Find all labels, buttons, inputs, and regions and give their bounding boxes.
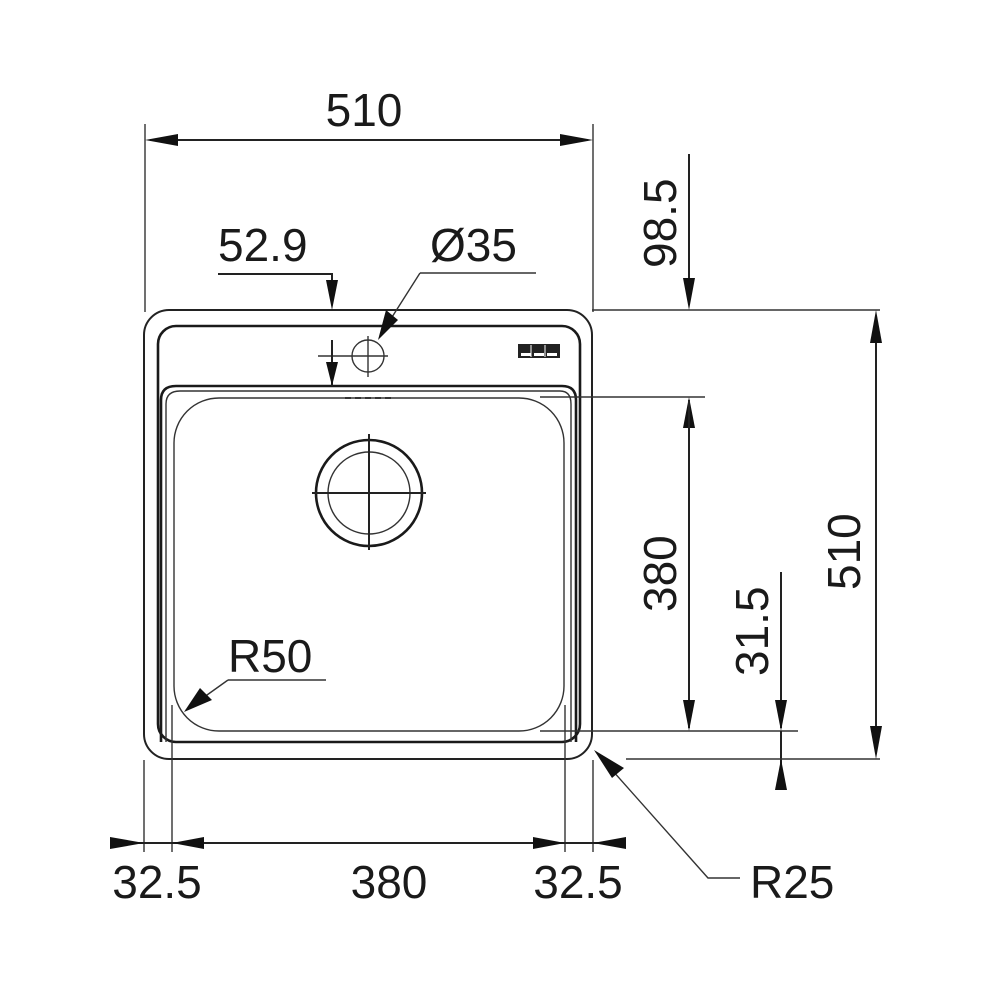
dimension-bottom-row: 32.5 380 32.5 bbox=[110, 705, 626, 908]
drain-outlet bbox=[312, 434, 426, 550]
label-tap-offset: 52.9 bbox=[218, 219, 308, 271]
label-bowl-width: 380 bbox=[351, 856, 428, 908]
label-bowl-radius: R50 bbox=[228, 630, 312, 682]
label-overall-depth: 510 bbox=[818, 513, 870, 590]
dimension-bowl-depth: 380 bbox=[540, 400, 798, 732]
dimension-front-margin: 31.5 bbox=[626, 572, 880, 790]
dimension-bowl-radius: R50 bbox=[184, 630, 326, 712]
dimension-overall-width: 510 bbox=[144, 84, 594, 312]
bowl-rim bbox=[159, 384, 578, 742]
label-outer-radius: R25 bbox=[750, 856, 834, 908]
dimension-tap-diameter: Ø35 bbox=[378, 219, 536, 340]
label-rear-deck: 98.5 bbox=[634, 178, 686, 268]
dimension-tap-offset: 52.9 bbox=[218, 219, 338, 386]
dimension-outer-radius: R25 bbox=[594, 750, 834, 908]
sink-outline bbox=[143, 309, 593, 760]
tap-hole bbox=[318, 336, 388, 377]
bowl-rim-inner bbox=[165, 390, 572, 742]
label-front-margin: 31.5 bbox=[726, 586, 778, 676]
label-bowl-depth: 380 bbox=[634, 535, 686, 612]
dimension-overall-depth: 510 bbox=[818, 310, 882, 759]
label-overall-width: 510 bbox=[326, 84, 403, 136]
sink-outer-edge bbox=[143, 309, 593, 760]
label-left-margin: 32.5 bbox=[112, 856, 202, 908]
sink-deck-edge bbox=[156, 324, 582, 744]
label-tap-diameter: Ø35 bbox=[430, 219, 517, 271]
dimension-rear-deck: 98.5 bbox=[540, 154, 880, 428]
brand-plate bbox=[518, 344, 560, 358]
label-right-margin: 32.5 bbox=[533, 856, 623, 908]
